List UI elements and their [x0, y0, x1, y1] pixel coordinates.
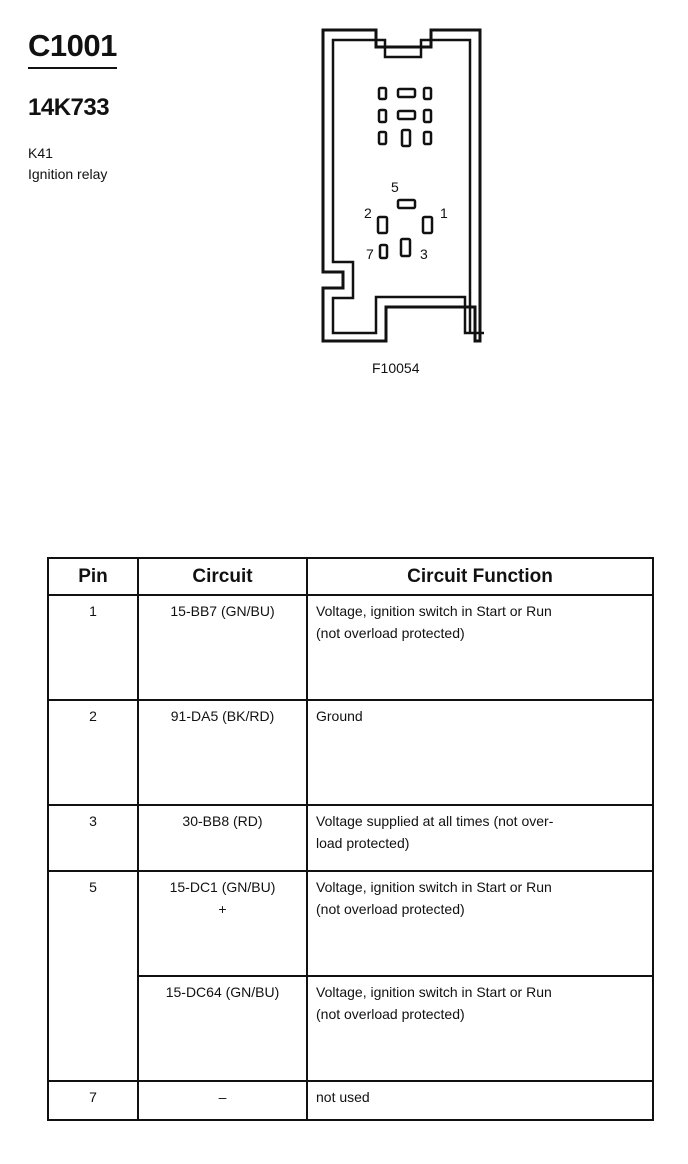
circuit-label: 15-DC1 (GN/BU) [169, 879, 276, 895]
terminal-2 [376, 215, 389, 235]
function-cell: not used [306, 1080, 654, 1121]
table-row: 7 – not used [47, 1080, 654, 1121]
pin-cell: 5 [47, 870, 139, 1082]
function-cell: Voltage, ignition switch in Start or Run… [306, 594, 654, 701]
function-line: Voltage, ignition switch in Start or Run [316, 984, 552, 1000]
connector-id: C1001 [28, 29, 117, 69]
pin-label-7: 7 [366, 246, 374, 262]
figure-id: F10054 [372, 360, 420, 376]
header-circuit-function: Circuit Function [306, 557, 654, 596]
function-cell: Voltage, ignition switch in Start or Run… [306, 975, 654, 1082]
table-row: 3 30-BB8 (RD) Voltage supplied at all ti… [47, 804, 654, 872]
terminal-1 [421, 215, 434, 235]
pin-label-3: 3 [420, 246, 428, 262]
connector-housing-outer [321, 28, 482, 343]
function-line: (not overload protected) [316, 1005, 465, 1022]
function-cell: Voltage, ignition switch in Start or Run… [306, 870, 654, 977]
function-line: not used [316, 1089, 370, 1105]
circuit-cell: 15-DC1 (GN/BU) + [137, 870, 308, 977]
function-line: Voltage, ignition switch in Start or Run [316, 879, 552, 895]
pin-label-1: 1 [440, 205, 448, 221]
pin-label-5: 5 [391, 179, 399, 195]
pin-cell: 3 [47, 804, 139, 872]
function-line: (not overload protected) [316, 624, 465, 641]
pin-cell: 1 [47, 594, 139, 701]
function-line: load protected) [316, 834, 410, 851]
pin-label-2: 2 [364, 205, 372, 221]
pin-cell: 2 [47, 699, 139, 806]
table-row: 2 91-DA5 (BK/RD) Ground [47, 699, 654, 806]
circuit-cell: 15-DC64 (GN/BU) [137, 975, 308, 1082]
function-cell: Voltage supplied at all times (not over-… [306, 804, 654, 872]
circuit-cell: 30-BB8 (RD) [137, 804, 308, 872]
splice-marker: + [218, 900, 227, 917]
terminal-3 [399, 237, 412, 258]
table-header-row: Pin Circuit Circuit Function [47, 557, 654, 596]
connector-face-diagram: 5 2 1 7 3 [321, 28, 484, 343]
table-row: 1 15-BB7 (GN/BU) Voltage, ignition switc… [47, 594, 654, 701]
connector-housing-inner [331, 38, 484, 335]
circuit-cell: 91-DA5 (BK/RD) [137, 699, 308, 806]
function-line: (not overload protected) [316, 900, 465, 917]
function-line: Ground [316, 708, 363, 724]
pin-cell: 7 [47, 1080, 139, 1121]
upper-terminal-cavities [377, 86, 433, 148]
terminal-5 [396, 198, 417, 210]
table-row: 15-DC64 (GN/BU) Voltage, ignition switch… [48, 975, 654, 1082]
component-description: Ignition relay [28, 166, 108, 182]
function-line: Voltage supplied at all times (not over- [316, 813, 554, 829]
header-circuit: Circuit [137, 557, 308, 596]
terminal-7 [378, 243, 389, 260]
part-number: 14K733 [28, 94, 110, 121]
component-code: K41 [28, 145, 53, 161]
table-row: 5 15-DC1 (GN/BU) + Voltage, ignition swi… [47, 870, 654, 1082]
circuit-cell: – [137, 1080, 308, 1121]
header-pin: Pin [47, 557, 139, 596]
function-cell: Ground [306, 699, 654, 806]
function-line: Voltage, ignition switch in Start or Run [316, 603, 552, 619]
pin-table: Pin Circuit Circuit Function 1 15-BB7 (G… [47, 557, 654, 1121]
circuit-cell: 15-BB7 (GN/BU) [137, 594, 308, 701]
